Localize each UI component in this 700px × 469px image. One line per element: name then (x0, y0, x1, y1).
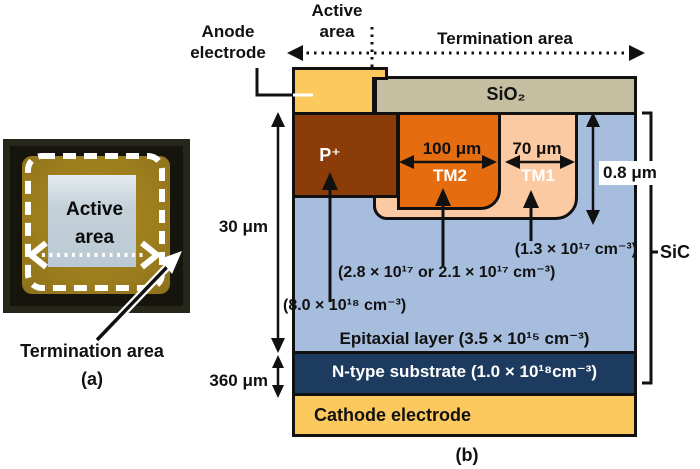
epi-thickness-dimension: 30 μm (218, 217, 268, 236)
sio2-label: SiO₂ (486, 84, 526, 104)
top-span-arrowhead-left (287, 45, 303, 61)
tm2-region (397, 112, 501, 210)
p-plus-label: P⁺ (319, 145, 341, 165)
substrate-region (292, 351, 637, 396)
substrate-arrowhead-top (272, 355, 284, 368)
photo-termination-area-label: Termination area (20, 341, 164, 361)
anode-leader-line (255, 68, 292, 97)
anode-electrode-tab (372, 67, 388, 80)
sio2-layer (374, 76, 637, 115)
sic-label: SiC (660, 242, 691, 262)
top-span-arrowhead-right (629, 45, 645, 61)
cathode-electrode-region (292, 393, 637, 437)
tm2-label: TM2 (433, 166, 467, 185)
p-plus-concentration-label: (8.0 × 10¹⁸ cm⁻³) (283, 297, 407, 314)
top-active-area-label: Active area (311, 1, 363, 41)
photo-active-area-label: Active area (65, 199, 124, 248)
tm2-width-dimension: 100 μm (422, 139, 482, 158)
substrate-thickness-dimension: 360 μm (209, 371, 268, 390)
cathode-electrode-label: Cathode electrode (314, 405, 472, 425)
anode-electrode-region (292, 67, 375, 115)
photo-caption: (a) (81, 369, 103, 389)
tm2-concentration-label: (2.8 × 10¹⁷ or 2.1 × 10¹⁷ cm⁻³) (338, 264, 556, 281)
top-termination-area-label: Termination area (437, 29, 573, 48)
substrate-arrowhead-bottom (272, 385, 284, 398)
tm1-concentration-label: (1.3 × 10¹⁷ cm⁻³) (514, 241, 637, 258)
epitaxial-layer-label: Epitaxial layer (3.5 × 10¹⁵ cm⁻³) (339, 329, 590, 348)
substrate-label: N-type substrate (1.0 × 10¹⁸cm⁻³) (331, 362, 597, 381)
epi-arrowhead-bottom (271, 338, 285, 353)
sic-bracket (642, 111, 658, 385)
tm1-width-dimension: 70 μm (512, 139, 562, 158)
epi-arrowhead-top (271, 112, 285, 127)
tm1-label: TM1 (521, 166, 555, 185)
anode-electrode-label: Anode electrode (190, 22, 266, 62)
diagram-caption: (b) (455, 445, 479, 465)
tm-depth-dimension: 0.8 μm (599, 161, 661, 185)
